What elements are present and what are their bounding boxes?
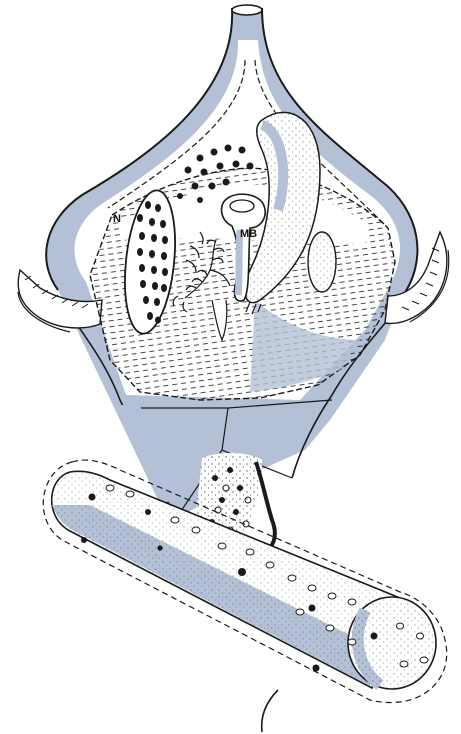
label-microbody: MB xyxy=(240,228,257,240)
label-nucleus: N xyxy=(113,213,121,225)
